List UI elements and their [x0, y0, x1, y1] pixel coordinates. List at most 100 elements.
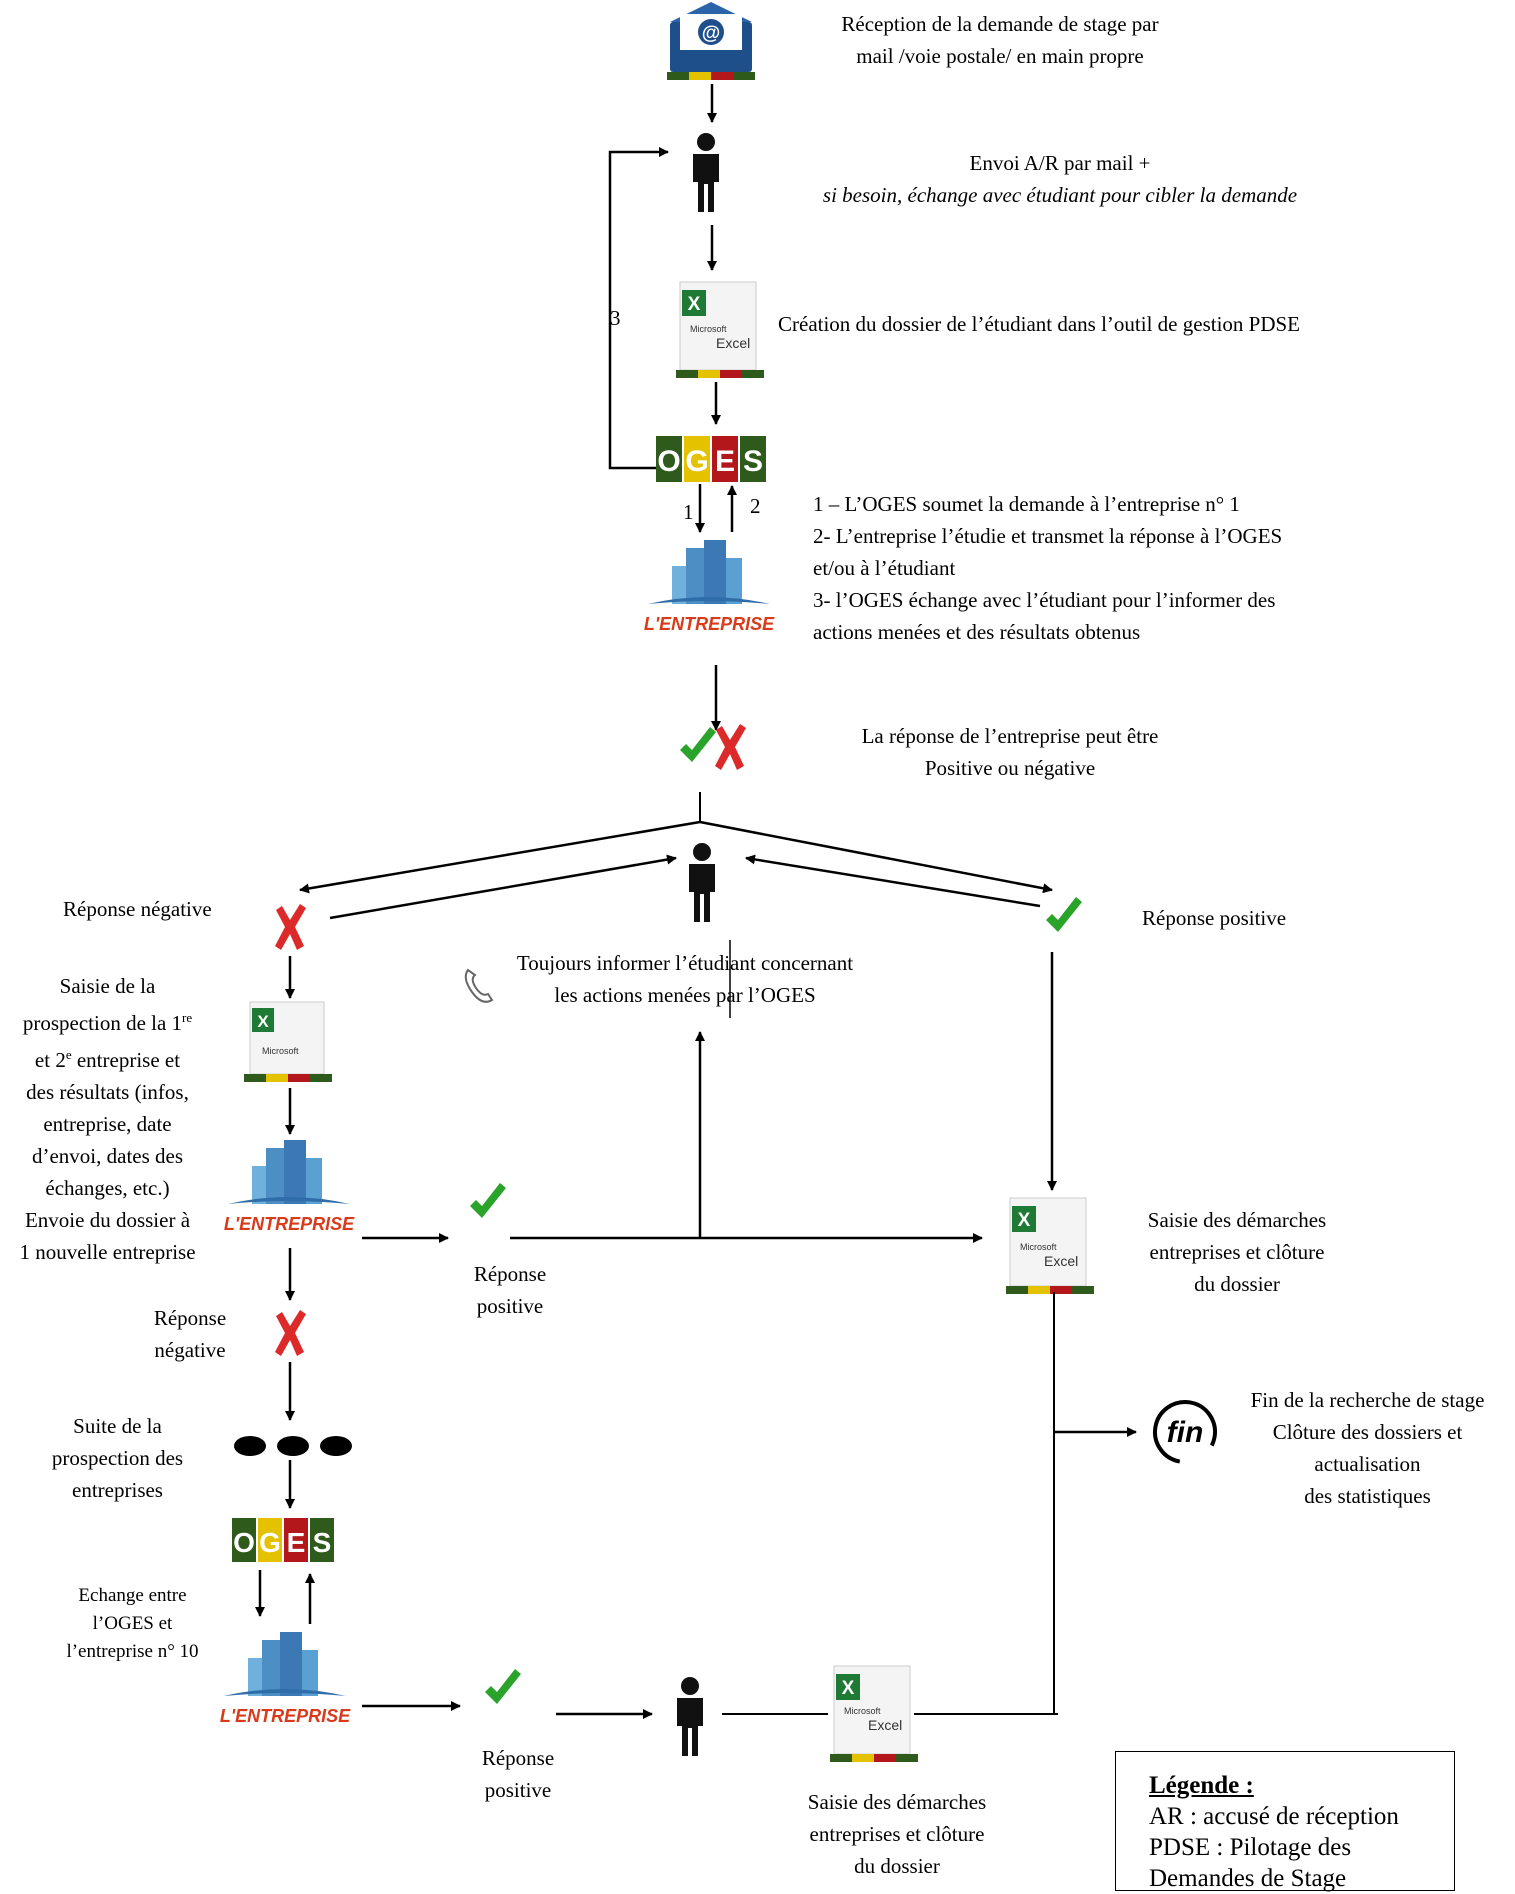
svg-text:Microsoft: Microsoft [1020, 1242, 1057, 1252]
saisie-demarches-2-line-1: Saisie des démarches [807, 1790, 987, 1814]
echange-line-1: Echange entre [78, 1585, 187, 1606]
legend-title: Légende : [1149, 1772, 1254, 1799]
step-envoi-text: Envoi A/R par mail + si besoin, échange … [770, 147, 1350, 211]
reponse-positive-2-line-1: Réponse [473, 1262, 547, 1286]
reponse-positive-2-line-2: positive [476, 1294, 544, 1318]
svg-text:Microsoft: Microsoft [262, 1046, 299, 1056]
fin-line-1: Fin de la recherche de stage [1250, 1388, 1485, 1412]
saisie-line-6: d’envoi, dates des [31, 1144, 184, 1168]
fin-icon: fin [1153, 1400, 1217, 1464]
reponse-negative-2-line-2: négative [154, 1338, 226, 1362]
svg-text:G: G [259, 1527, 281, 1558]
email-icon: @ [667, 2, 755, 80]
saisie-demarches-line-3: du dossier [1194, 1272, 1280, 1296]
check-icon [485, 1669, 521, 1704]
reception-line-2: mail /voie postale/ en main propre [856, 44, 1144, 68]
svg-text:fin: fin [1167, 1416, 1204, 1449]
saisie-demarches-2-line-2: entreprises et clôture [809, 1822, 985, 1846]
loop-3-arrow [608, 147, 669, 470]
process-line-2: 2- L’entreprise l’étudie et transmet la … [813, 524, 1283, 548]
arrow-to-negative [299, 820, 701, 894]
entreprise-icon: L'ENTREPRISE [644, 540, 775, 634]
suite-prospection-text: Suite de la prospection des entreprises [20, 1410, 215, 1506]
toujours-informer-text: Toujours informer l’étudiant concernant … [480, 947, 890, 1011]
excel-icon: X Microsoft Excel [1006, 1197, 1094, 1294]
excel-icon: X Microsoft Excel [676, 281, 764, 378]
suite-line-1: Suite de la [73, 1414, 162, 1438]
entreprise-icon: L'ENTREPRISE [220, 1632, 351, 1726]
step-process-text: 1 – L’OGES soumet la demande à l’entrepr… [813, 488, 1373, 648]
svg-text:@: @ [702, 23, 721, 44]
excel-icon: X Microsoft [244, 1001, 332, 1082]
svg-text:O: O [657, 445, 680, 478]
svg-text:X: X [688, 294, 701, 315]
reponse-entreprise-text: La réponse de l’entreprise peut être Pos… [810, 720, 1210, 784]
saisie-prospection-text: Saisie de la prospection de la 1re et 2e… [0, 970, 215, 1268]
svg-text:X: X [1018, 1210, 1031, 1231]
process-line-5: actions menées et des résultats obtenus [813, 620, 1141, 644]
red-x-icon [275, 904, 306, 950]
reponse-positive-3-text: Réponse positive [438, 1742, 598, 1806]
svg-text:X: X [842, 1678, 855, 1699]
saisie-demarches-text: Saisie des démarches entreprises et clôt… [1112, 1204, 1362, 1300]
person-icon [677, 1677, 703, 1756]
ellipsis-icon [234, 1436, 352, 1456]
svg-text:L'ENTREPRISE: L'ENTREPRISE [644, 614, 775, 634]
process-line-3: et/ou à l’étudiant [813, 556, 956, 580]
saisie-line-2-text: prospection de la 1 [22, 1011, 183, 1035]
legend-line-3: Demandes de Stage [1149, 1865, 1347, 1892]
reponse-entreprise-line-2: Positive ou négative [924, 756, 1096, 780]
svg-text:Microsoft: Microsoft [690, 324, 727, 334]
svg-text:E: E [715, 445, 735, 478]
reponse-positive-3-line-2: positive [484, 1778, 552, 1802]
svg-text:O: O [233, 1527, 255, 1558]
saisie-sup-e: e [65, 1047, 72, 1062]
reponse-negative-label: Réponse négative [63, 897, 212, 921]
svg-text:Microsoft: Microsoft [844, 1706, 881, 1716]
suite-line-3: entreprises [72, 1478, 163, 1502]
legend-line-1: AR : accusé de réception [1149, 1803, 1399, 1830]
saisie-line-3: et 2e entreprise et [0, 1039, 215, 1076]
echange-line-2: l’OGES et [92, 1613, 173, 1634]
oges-logo: O G E S [232, 1518, 334, 1562]
loop-number-3: 3 [610, 306, 621, 330]
reception-line-1: Réception de la demande de stage par [841, 12, 1159, 36]
reponse-positive-label: Réponse positive [1142, 906, 1287, 930]
entreprise-icon: L'ENTREPRISE [224, 1140, 355, 1234]
saisie-line-3-a: et 2 [34, 1048, 66, 1072]
person-icon [693, 133, 719, 212]
svg-text:L'ENTREPRISE: L'ENTREPRISE [220, 1706, 351, 1726]
red-x-icon [275, 1310, 306, 1356]
saisie-line-7: échanges, etc.) [45, 1176, 170, 1200]
excel-icon: X Microsoft Excel [830, 1665, 918, 1762]
svg-text:S: S [743, 445, 763, 478]
check-icon [470, 1183, 506, 1218]
svg-text:L'ENTREPRISE: L'ENTREPRISE [224, 1214, 355, 1234]
echange-text: Echange entre l’OGES et l’entreprise n° … [45, 1582, 220, 1666]
toujours-line-2: les actions menées par l’OGES [554, 983, 816, 1007]
svg-text:X: X [257, 1012, 269, 1031]
echange-line-3: l’entreprise n° 10 [66, 1641, 199, 1662]
arrow-number-2: 2 [750, 494, 761, 518]
process-line-4: 3- l’OGES échange avec l’étudiant pour l… [813, 588, 1276, 612]
saisie-demarches-line-1: Saisie des démarches [1147, 1208, 1327, 1232]
svg-text:E: E [287, 1527, 306, 1558]
envoi-line: Envoi A/R par mail + [969, 151, 1151, 175]
phone-icon [464, 968, 494, 1003]
fin-text: Fin de la recherche de stage Clôture des… [1220, 1384, 1515, 1512]
fin-line-3: actualisation [1314, 1452, 1421, 1476]
oges-logo: O G E S [656, 436, 766, 482]
saisie-sup-re: re [182, 1010, 193, 1025]
arrow-negative-to-student [329, 854, 677, 920]
legend-line-2: PDSE : Pilotage des [1149, 1834, 1352, 1861]
arrow-to-positive [699, 820, 1053, 894]
check-cross-icon [680, 724, 746, 770]
arrow-number-1: 1 [683, 500, 694, 524]
process-line-1: 1 – L’OGES soumet la demande à l’entrepr… [813, 492, 1240, 516]
reponse-negative-2-text: Réponse négative [120, 1302, 260, 1366]
saisie-line-4: des résultats (infos, [26, 1080, 189, 1104]
check-icon [1046, 897, 1082, 932]
fin-line-2: Clôture des dossiers et [1272, 1420, 1463, 1444]
step-reception-text: Réception de la demande de stage par mai… [760, 8, 1240, 72]
